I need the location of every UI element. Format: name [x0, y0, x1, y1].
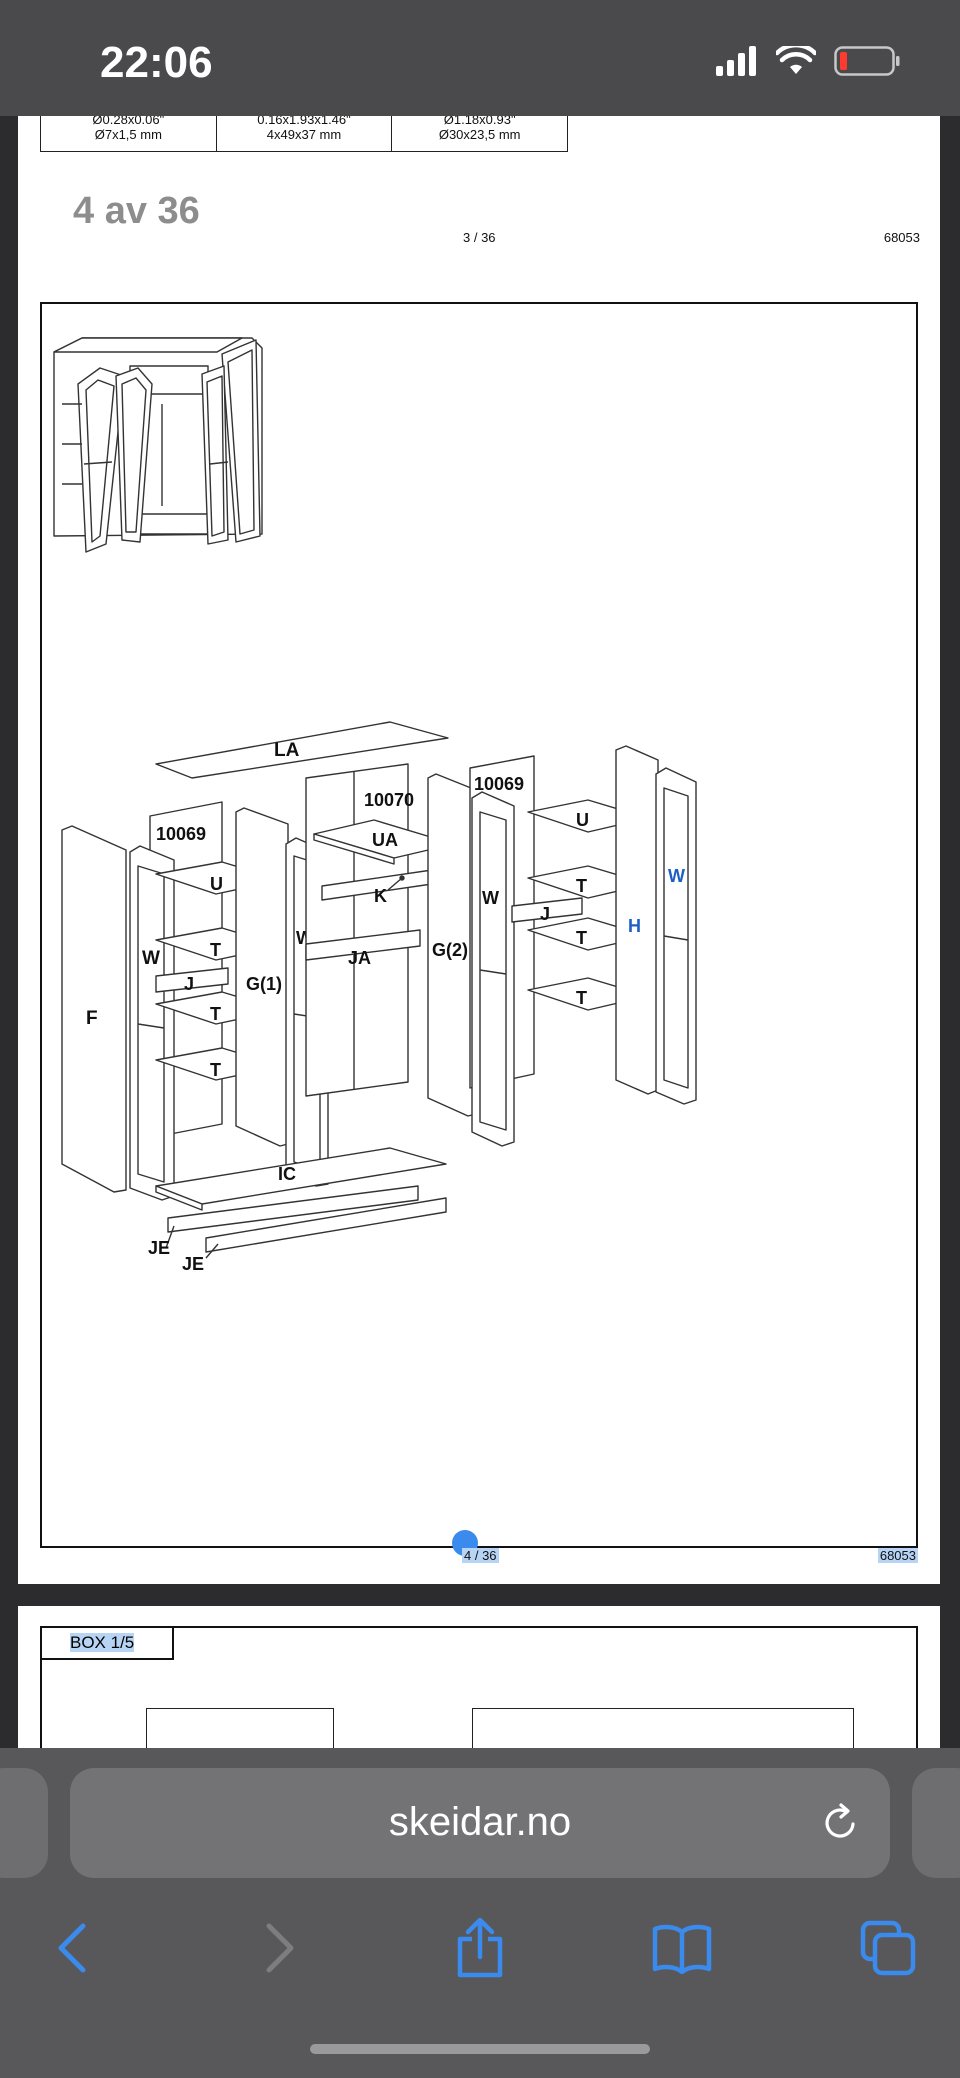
- forward-button[interactable]: [240, 1908, 320, 1988]
- label-10070: 10070: [364, 790, 414, 810]
- page-frame: BOX 1/5: [40, 1626, 918, 1748]
- label-G1: G(1): [246, 974, 282, 994]
- label-JE-1: JE: [148, 1238, 170, 1258]
- hardware-table: Ø0.28x0.06" Ø7x1,5 mm 0.16x1.93x1.46" 4x…: [40, 116, 568, 152]
- box-part-outline: [146, 1708, 334, 1748]
- status-icons: [716, 46, 900, 76]
- previous-tab-preview[interactable]: [0, 1768, 48, 1878]
- bookmarks-button[interactable]: [642, 1908, 722, 1988]
- part-JE-1: [167, 1185, 419, 1233]
- label-10069-right: 10069: [474, 774, 524, 794]
- part-JA: [305, 929, 421, 961]
- label-H: H: [628, 916, 641, 936]
- back-button[interactable]: [32, 1908, 112, 1988]
- pdf-viewer[interactable]: Ø0.28x0.06" Ø7x1,5 mm 0.16x1.93x1.46" 4x…: [0, 116, 960, 1748]
- box-label: BOX 1/5: [42, 1628, 174, 1660]
- label-10069-left: 10069: [156, 824, 206, 844]
- document-code: 68053: [877, 1548, 918, 1563]
- part-back-10070: [305, 763, 409, 1097]
- address-bar[interactable]: skeidar.no: [70, 1768, 890, 1878]
- book-icon: [652, 1924, 712, 1974]
- chevron-left-icon: [58, 1923, 86, 1973]
- label-UA: UA: [372, 830, 398, 850]
- next-tab-preview[interactable]: [912, 1768, 960, 1878]
- chevron-right-icon: [266, 1923, 294, 1973]
- label-T-left-3: T: [210, 1060, 221, 1080]
- status-bar: 22:06: [0, 0, 960, 116]
- label-W-left: W: [142, 948, 160, 969]
- label-F: F: [86, 1008, 98, 1029]
- cellular-signal-icon: [716, 46, 756, 76]
- page-number: 3 / 36: [463, 230, 496, 245]
- label-U-right: U: [576, 810, 589, 830]
- part-JE-2: [205, 1197, 447, 1253]
- label-T-left-2: T: [210, 1004, 221, 1024]
- label-JA: JA: [348, 948, 371, 968]
- url-text: skeidar.no: [388, 1800, 572, 1844]
- part-J-right: [511, 897, 583, 923]
- share-button[interactable]: [440, 1908, 520, 1988]
- label-T-left-1: T: [210, 940, 221, 960]
- label-T-right-1: T: [576, 876, 587, 896]
- page-frame: LA 10069 F W U T J T: [40, 302, 918, 1548]
- document-code: 68053: [883, 230, 920, 245]
- label-K: K: [374, 886, 387, 906]
- hardware-cell: Ø0.28x0.06" Ø7x1,5 mm: [41, 116, 217, 151]
- label-J-left: J: [184, 974, 194, 994]
- reload-icon[interactable]: [820, 1802, 862, 1844]
- label-T-right-2: T: [576, 928, 587, 948]
- tabs-icon: [860, 1920, 916, 1976]
- hardware-cell: 0.16x1.93x1.46" 4x49x37 mm: [217, 116, 393, 151]
- navigation-row: [0, 1908, 960, 1998]
- share-icon: [457, 1917, 503, 1978]
- tabs-button[interactable]: [848, 1908, 928, 1988]
- label-W-center-right: W: [482, 888, 499, 908]
- part-J-left: [155, 967, 229, 993]
- label-JE-2: JE: [182, 1254, 204, 1274]
- home-indicator[interactable]: [310, 2044, 650, 2054]
- part-LA: [155, 721, 449, 779]
- label-LA: LA: [274, 740, 300, 761]
- pdf-page-5: BOX 1/5: [18, 1606, 940, 1748]
- status-time: 22:06: [100, 38, 213, 87]
- label-W-right: W: [668, 866, 685, 886]
- label-T-right-3: T: [576, 988, 587, 1008]
- part-F: [61, 825, 127, 1193]
- hardware-cell: Ø1.18x0.93" Ø30x23,5 mm: [392, 116, 567, 151]
- battery-low-icon: [834, 46, 900, 76]
- label-J-right: J: [540, 904, 550, 924]
- browser-toolbar: skeidar.no: [0, 1748, 960, 2078]
- box-part-outline: [472, 1708, 854, 1748]
- assembled-wardrobe-thumbnail: [53, 337, 263, 553]
- wifi-icon: [776, 46, 816, 74]
- label-U-left: U: [210, 874, 223, 894]
- page-count-label: 4 av 36: [73, 190, 200, 232]
- label-IC: IC: [278, 1164, 296, 1184]
- page-number: 4 / 36: [462, 1548, 499, 1563]
- label-G2: G(2): [432, 940, 468, 960]
- pdf-page-4: LA 10069 F W U T J T: [18, 280, 940, 1584]
- exploded-assembly-drawing: LA 10069 F W U T J T: [53, 337, 697, 1274]
